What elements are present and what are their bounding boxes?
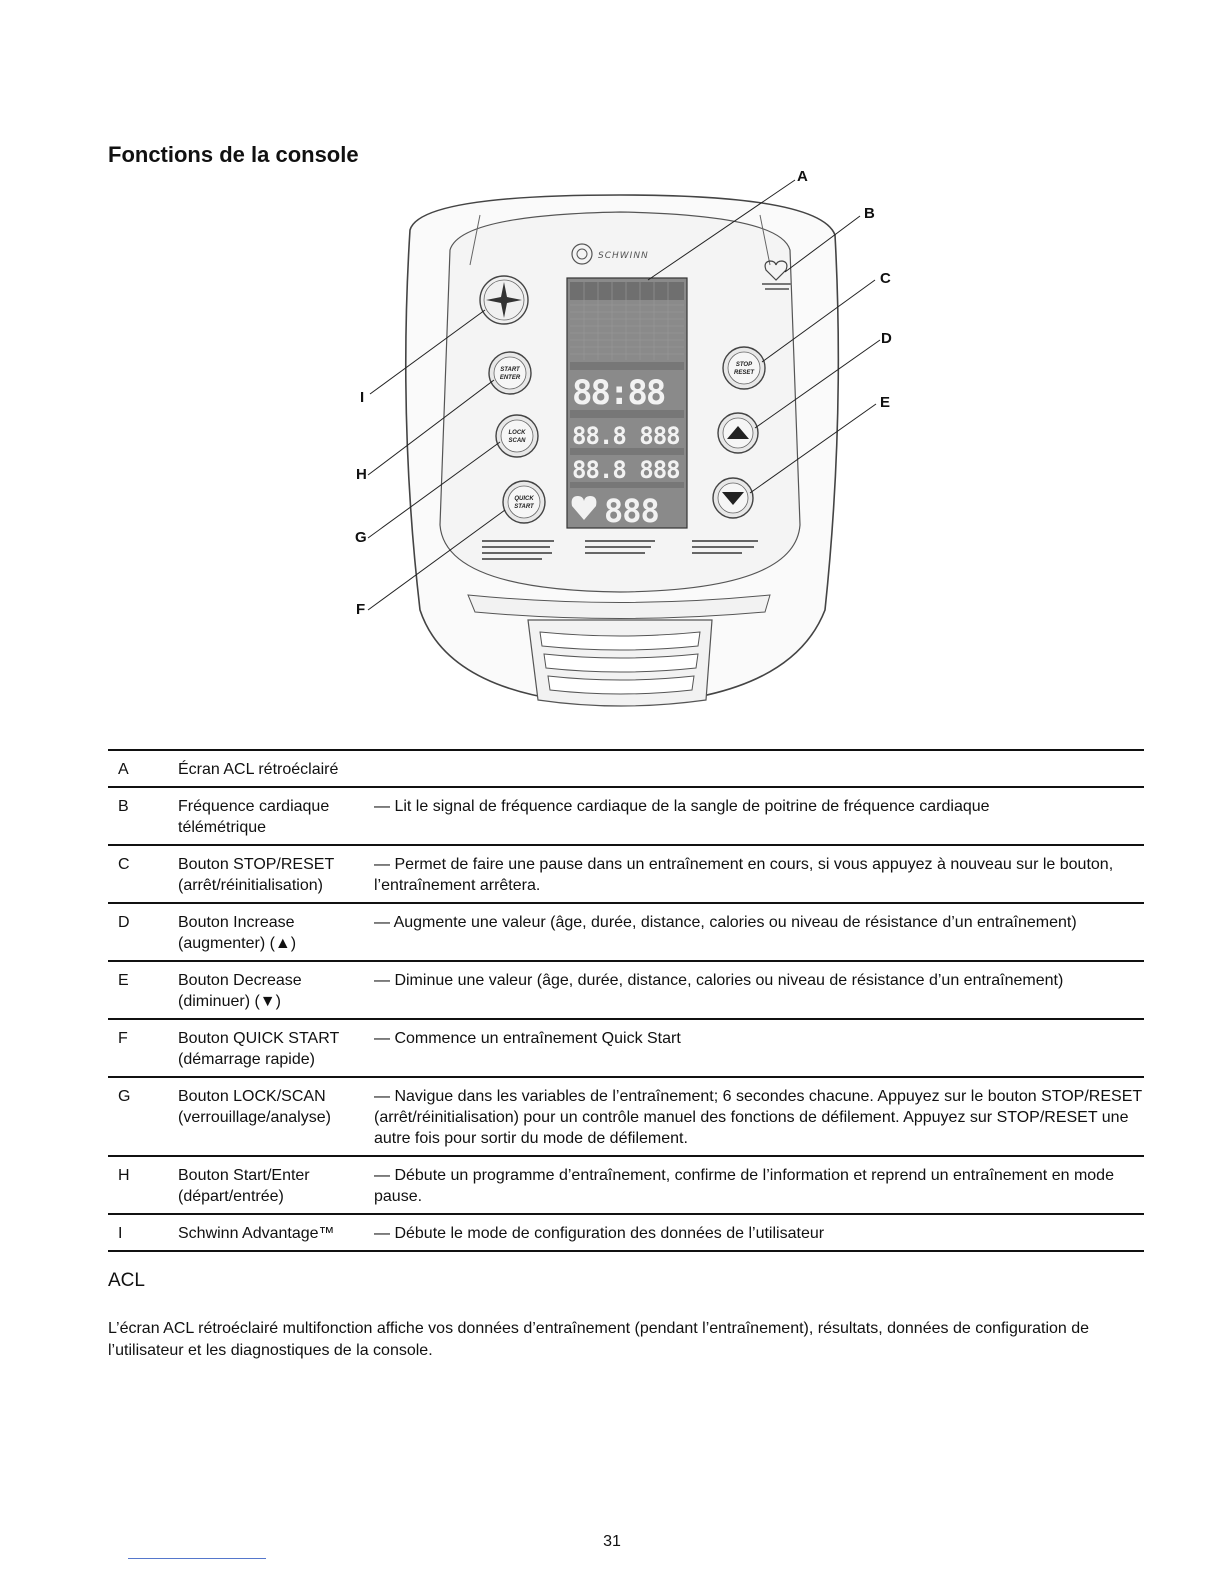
lock-scan-button-illustration: LOCK SCAN [495,414,539,458]
part-letter: E [108,961,178,1020]
part-name: Bouton Start/Enter(départ/entrée) [178,1156,374,1215]
part-letter: A [108,749,178,788]
table-row: F Bouton QUICK START(démarrage rapide) —… [108,1019,1144,1078]
part-name: Écran ACL rétroéclairé [178,749,1144,788]
part-description: — Commence un entraînement Quick Start [374,1019,1144,1078]
svg-text:SCAN: SCAN [508,438,526,444]
part-letter: B [108,787,178,846]
part-name: Schwinn Advantage™ [178,1214,374,1252]
parts-table: A Écran ACL rétroéclairé B Fréquence car… [108,749,1144,1252]
quick-start-button-illustration: QUICK START [502,480,546,524]
console-grille [467,594,771,707]
part-letter: G [108,1077,178,1157]
svg-text:88:88: 88:88 [572,373,665,413]
console-illustration: SCHWINN 88:88 88.8 888 88.8 888 [355,168,892,707]
footer-divider [128,1558,266,1559]
heart-rate-icon [762,260,792,290]
callout-leaders [367,179,881,611]
part-description: — Diminue une valeur (âge, durée, distan… [374,961,1144,1020]
part-name: Bouton LOCK/SCAN(verrouillage/analyse) [178,1077,374,1157]
part-description: — Navigue dans les variables de l’entraî… [374,1077,1144,1157]
callout-b: B [864,205,875,222]
table-row: A Écran ACL rétroéclairé [108,749,1144,788]
svg-text:STOP: STOP [736,362,753,368]
table-row: G Bouton LOCK/SCAN(verrouillage/analyse)… [108,1077,1144,1157]
part-description: — Permet de faire une pause dans un entr… [374,845,1144,904]
lcd-screen: 88:88 88.8 888 88.8 888 888 [566,277,688,530]
callout-f: F [356,601,365,618]
svg-text:ENTER: ENTER [500,375,521,381]
lcd-heart-icon [571,496,597,520]
svg-text:LOCK: LOCK [509,430,527,436]
callout-d: D [881,330,892,347]
part-letter: F [108,1019,178,1078]
svg-text:88.8 888: 88.8 888 [572,422,680,450]
svg-text:RESET: RESET [734,370,755,376]
brand-name: SCHWINN [598,251,649,261]
part-description: — Augmente une valeur (âge, durée, dista… [374,903,1144,962]
part-name: Bouton STOP/RESET(arrêt/réinitialisation… [178,845,374,904]
callout-g: G [355,529,367,546]
page-title: Fonctions de la console [108,142,359,167]
callout-e: E [880,394,890,411]
svg-text:QUICK: QUICK [514,496,534,502]
part-name: Bouton QUICK START(démarrage rapide) [178,1019,374,1078]
part-letter: D [108,903,178,962]
part-description: — Débute le mode de configuration des do… [374,1214,1144,1252]
svg-text:START: START [514,504,535,510]
schwinn-advantage-compass-icon [479,275,529,325]
part-name: Bouton Increase(augmenter) (▲) [178,903,374,962]
page-number: 31 [603,1533,621,1550]
acl-paragraph: L’écran ACL rétroéclairé multifonction a… [108,1320,1090,1359]
down-arrow-icon [712,477,754,519]
callout-c: C [880,270,891,287]
part-letter: I [108,1214,178,1252]
callout-h: H [356,466,367,483]
table-row: C Bouton STOP/RESET(arrêt/réinitialisati… [108,845,1144,904]
table-row: I Schwinn Advantage™ — Débute le mode de… [108,1214,1144,1252]
callout-labels: A B C D E F G H I [355,168,892,618]
svg-text:START: START [500,367,521,373]
instruction-print [482,540,758,560]
up-arrow-icon [717,412,759,454]
part-name: Bouton Decrease(diminuer) (▼) [178,961,374,1020]
stop-reset-button-illustration: STOP RESET [722,346,766,390]
table-row: E Bouton Decrease(diminuer) (▼) — Diminu… [108,961,1144,1020]
callout-a: A [797,168,808,185]
part-description: — Lit le signal de fréquence cardiaque d… [374,787,1144,846]
table-row: D Bouton Increase(augmenter) (▲) — Augme… [108,903,1144,962]
table-row: H Bouton Start/Enter(départ/entrée) — Dé… [108,1156,1144,1215]
svg-text:88.8 888: 88.8 888 [572,456,680,484]
acl-heading: ACL [108,1270,145,1291]
schwinn-logo: SCHWINN [571,243,649,265]
part-description: — Débute un programme d’entraînement, co… [374,1156,1144,1215]
svg-text:888: 888 [604,492,659,530]
callout-i: I [360,389,364,406]
start-enter-button-illustration: START ENTER [488,351,532,395]
part-letter: C [108,845,178,904]
part-letter: H [108,1156,178,1215]
console-diagram: SCHWINN 88:88 88.8 888 88.8 888 [340,160,920,720]
